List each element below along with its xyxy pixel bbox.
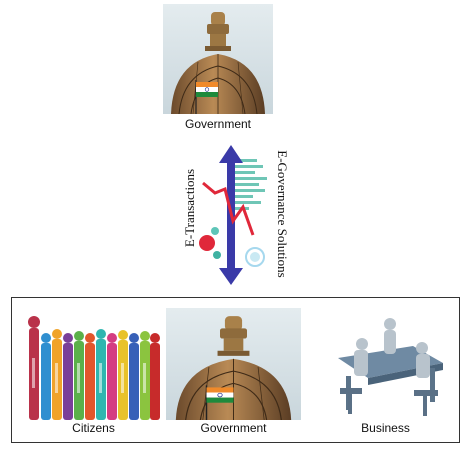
- e-transactions-label: E-Transactions: [182, 168, 197, 248]
- business-image: [318, 308, 453, 420]
- bidirectional-arrow-with-chart-icon: [199, 145, 267, 285]
- government-caption-bottom: Government: [200, 421, 267, 435]
- stakeholders-frame: [11, 297, 460, 443]
- business-caption: Business: [361, 421, 410, 435]
- citizens-caption: Citizens: [72, 421, 115, 435]
- government-dome-image: [163, 4, 273, 114]
- government-caption-top: Government: [184, 117, 252, 131]
- citizens-image: [28, 316, 160, 420]
- e-governance-solutions-label: E-Governance Solutions: [275, 150, 290, 278]
- government-dome-image-bottom: [166, 308, 301, 420]
